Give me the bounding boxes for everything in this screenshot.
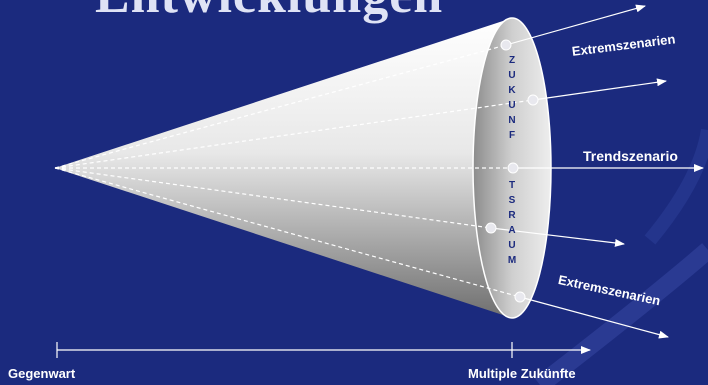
future-space-letter: R — [508, 210, 516, 221]
future-space-letter: A — [508, 225, 515, 236]
arrow-upper — [533, 81, 666, 100]
scenario-point — [501, 40, 511, 50]
scenario-point — [528, 95, 538, 105]
background-swoosh — [540, 250, 708, 385]
timeline-start-label: Gegenwart — [8, 366, 75, 381]
future-space-letter: S — [509, 195, 516, 206]
future-space-letter: U — [508, 70, 515, 81]
future-space-letter: U — [508, 100, 515, 111]
future-space-letter: F — [509, 130, 515, 141]
future-space-letter: M — [508, 255, 516, 266]
future-space-letter: K — [508, 85, 516, 96]
background-swoosh — [650, 130, 708, 240]
timeline-end-label: Multiple Zukünfte — [468, 366, 576, 381]
scenario-point — [515, 292, 525, 302]
scenario-point — [508, 163, 518, 173]
trend-scenario-label: Trendszenario — [583, 148, 678, 164]
future-space-letter: Z — [509, 55, 515, 66]
future-space-letter: N — [508, 115, 515, 126]
scenario-point — [486, 223, 496, 233]
future-space-letter: U — [508, 240, 515, 251]
future-space-letter: T — [509, 180, 515, 191]
